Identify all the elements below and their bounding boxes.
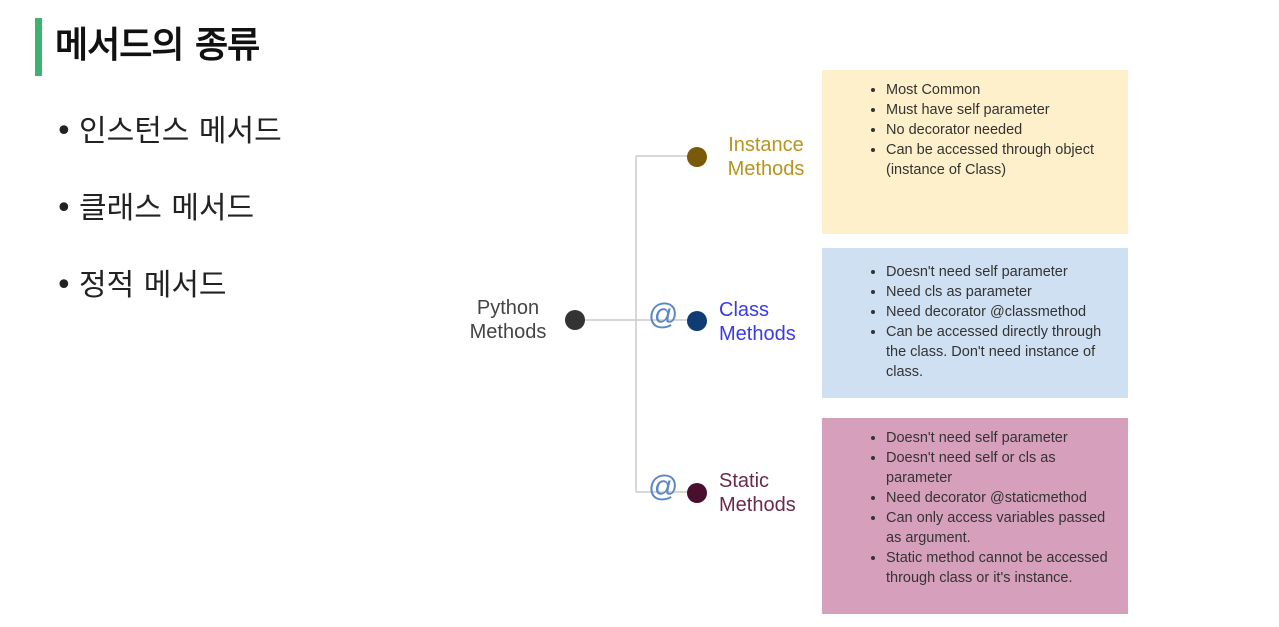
bullet-text: 인스턴스 메서드 [79,114,282,149]
instance-node-dot [687,147,707,167]
class-label-line1: Class [719,299,770,321]
note-item: Need decorator @classmethod [886,302,1118,322]
instance-notes-list: Most Common Must have self parameter No … [848,80,1118,180]
instance-methods-label: Instance Methods [716,133,816,181]
static-methods-label: Static Methods [719,469,796,517]
instance-label-line1: Instance [728,134,804,156]
note-item: Doesn't need self parameter [886,428,1118,448]
static-label-line2: Methods [719,494,796,516]
at-decorator-icon: @ [648,470,679,503]
bullet-text: 정적 메서드 [79,268,227,303]
note-item: Must have self parameter [886,100,1118,120]
root-label-line2: Methods [469,321,547,343]
title-accent-bar [35,18,42,76]
bullet-item-instance-method: •인스턴스 메서드 [55,112,282,152]
class-node-dot [687,311,707,331]
note-item: Need cls as parameter [886,282,1118,302]
note-item: Can be accessed directly through the cla… [886,322,1118,382]
note-item: Can only access variables passed as argu… [886,508,1118,548]
static-node-dot [687,483,707,503]
note-item: Static method cannot be accessed through… [886,548,1118,588]
bullet-dot: • [55,114,73,149]
at-decorator-icon: @ [648,298,679,331]
page-title: 메서드의 종류 [55,25,260,66]
static-methods-note: Doesn't need self parameter Doesn't need… [822,418,1128,614]
class-notes-list: Doesn't need self parameter Need cls as … [848,262,1118,382]
static-label-line1: Static [719,470,770,492]
root-node-dot [565,310,585,330]
note-item: No decorator needed [886,120,1118,140]
class-methods-label: Class Methods [719,298,796,346]
instance-methods-note: Most Common Must have self parameter No … [822,70,1128,234]
note-item: Most Common [886,80,1118,100]
root-label: Python Methods [458,296,558,344]
note-item: Can be accessed through object (instance… [886,140,1118,180]
instance-label-line2: Methods [727,158,805,180]
bullet-item-static-method: •정적 메서드 [55,266,227,306]
static-notes-list: Doesn't need self parameter Doesn't need… [848,428,1118,588]
bullet-item-class-method: •클래스 메서드 [55,189,254,229]
note-item: Doesn't need self parameter [886,262,1118,282]
root-label-line1: Python [476,297,540,319]
bullet-dot: • [55,191,73,226]
bullet-dot: • [55,268,73,303]
bullet-text: 클래스 메서드 [79,191,255,226]
class-methods-note: Doesn't need self parameter Need cls as … [822,248,1128,398]
class-label-line2: Methods [719,323,796,345]
note-item: Doesn't need self or cls as parameter [886,448,1118,488]
note-item: Need decorator @staticmethod [886,488,1118,508]
